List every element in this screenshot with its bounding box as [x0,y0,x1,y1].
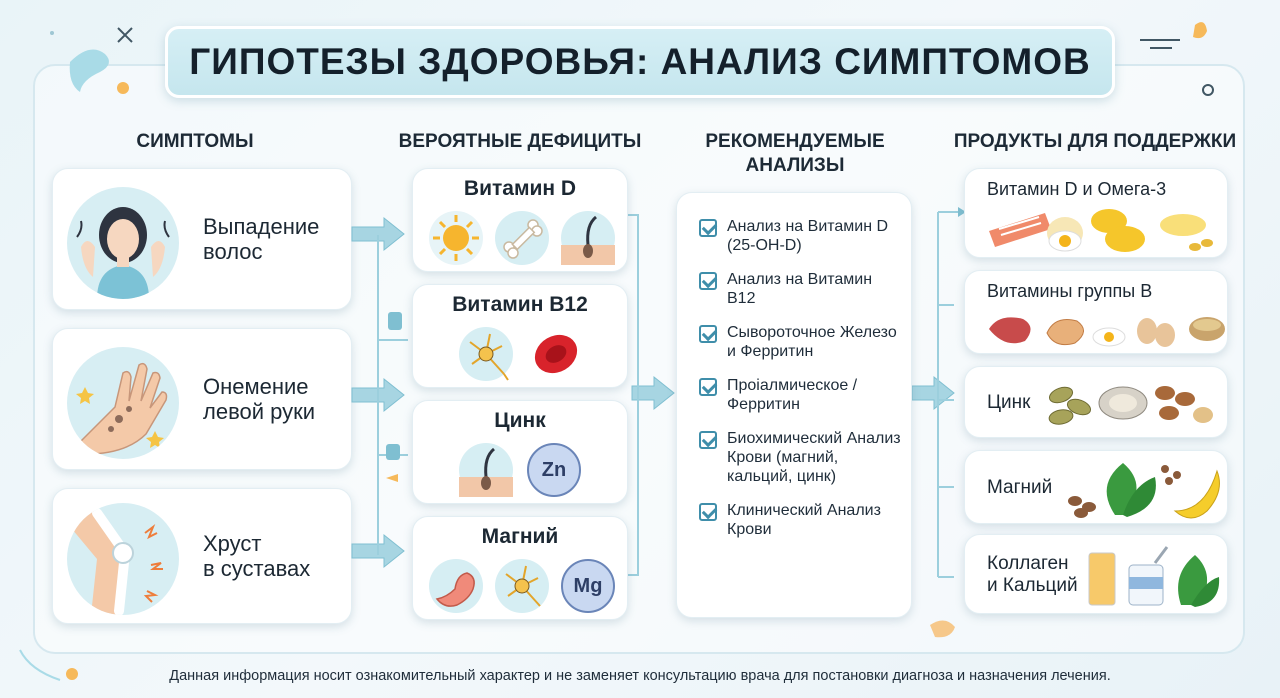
test-label: Биохимический Анализ Крови (магний, каль… [727,430,901,485]
zinc-ion-icon: Zn [527,443,581,497]
title-banner: ГИПОТЕЗЫ ЗДОРОВЬЯ: АНАЛИЗ СИМПТОМОВ [165,26,1115,98]
bone-icon [495,211,549,265]
deficit-card-magnesium[interactable]: Магний Mg [412,516,628,620]
product-card-vitamins-b[interactable]: Витамины группы B [964,270,1228,354]
column-head-tests-text: РЕКОМЕНДУЕМЫЕ АНАЛИЗЫ [705,131,885,176]
sun-icon [429,211,483,265]
tests-list: Анализ на Витамин D (25-OH-D) Анализ на … [695,217,901,539]
egg-icon [1047,209,1145,252]
checkbox-icon [699,503,717,521]
woman-hair-loss-icon [67,187,179,299]
disclaimer-footer: Данная информация носит ознакомительный … [169,668,1111,684]
column-head-symptoms: СИМПТОМЫ [136,131,254,152]
test-item[interactable]: Клинический Анализ Крови [695,501,901,539]
product-line1: Коллаген [987,553,1069,574]
product-name: Магний [987,477,1053,498]
symptom-line2: в суставах [203,556,311,581]
symptom-line2: волос [203,239,263,264]
knee-joint-icon [67,503,179,615]
ion-symbol: Zn [541,458,567,481]
test-label: Анализ на Витамин B12 [727,271,873,307]
magnesium-ion-icon: Mg [561,559,615,613]
symptom-text: Онемение левой руки [203,374,315,424]
symptom-card-numb-hand[interactable]: Онемение левой руки [52,328,352,470]
symptom-line1: Хруст [203,531,262,556]
checkbox-icon [699,219,717,237]
deficit-card-vitamin-d[interactable]: Витамин D [412,168,628,272]
checkbox-icon [699,431,717,449]
checkbox-icon [699,272,717,290]
muscle-arm-icon [429,559,483,613]
product-card-zinc[interactable]: Цинк [964,366,1228,438]
test-item[interactable]: Проіалмическое /Ферритин [695,376,901,414]
ion-symbol: Mg [573,574,603,597]
test-label: Проіалмическое /Ферритин [727,377,858,413]
symptom-card-hair-loss[interactable]: Выпадение волос [52,168,352,310]
fish-oil-icon [1158,212,1213,251]
test-item[interactable]: Анализ на Витамин D (25-OH-D) [695,217,901,255]
symptom-text: Хруст в суставах [203,531,310,581]
column-head-tests: РЕКОМЕНДУЕМЫЕ АНАЛИЗЫ [680,130,910,178]
juice-glass-icon [1088,546,1220,607]
deficit-name: Магний [481,525,559,548]
neuron-icon [459,327,513,381]
red-blood-cell-icon [529,327,583,381]
numb-hand-icon [67,347,179,459]
deficit-name: Витамин D [463,177,577,200]
product-card-magnesium[interactable]: Магний [964,450,1228,524]
neuron-icon [495,559,549,613]
test-item[interactable]: Биохимический Анализ Крови (магний, каль… [695,429,901,486]
symptom-line2: левой руки [203,399,316,424]
page-title: ГИПОТЕЗЫ ЗДОРОВЬЯ: АНАЛИЗ СИМПТОМОВ [189,41,1091,82]
product-name: Витамины группы B [987,281,1153,301]
tests-card: Анализ на Витамин D (25-OH-D) Анализ на … [676,192,912,618]
product-card-vitamin-d-omega3[interactable]: Витамин D и Омега-3 [964,168,1228,258]
salmon-icon [989,213,1051,247]
checkbox-icon [699,325,717,343]
symptom-line1: Выпадение [203,214,320,239]
product-line2: и Кальций [987,575,1078,596]
symptom-line1: Онемение [203,374,309,399]
deficit-card-vitamin-b12[interactable]: Витамин B12 [412,284,628,388]
test-label: Сывороточное Железо и Ферритин [727,324,897,360]
deficit-card-zinc[interactable]: Цинк Zn [412,400,628,504]
test-label: Анализ на Витамин D (25-OH-D) [727,218,889,254]
hair-follicle-icon [561,211,615,265]
test-item[interactable]: Анализ на Витамин B12 [695,270,901,308]
symptom-text: Выпадение волос [203,214,319,264]
product-name: Витамин D и Омега-3 [987,179,1167,199]
test-item[interactable]: Сывороточное Железо и Ферритин [695,323,901,361]
test-label: Клинический Анализ Крови [727,502,881,538]
pumpkin-seeds-icon [1048,386,1213,425]
product-card-collagen-calcium[interactable]: Коллаген и Кальций [964,534,1228,614]
product-name: Цинк [987,392,1031,413]
hair-follicle-icon [459,443,513,497]
symptom-card-joint-crunch[interactable]: Хруст в суставах [52,488,352,624]
deficit-name: Цинк [494,409,546,432]
column-head-deficits: ВЕРОЯТНЫЕ ДЕФИЦИТЫ [398,131,642,152]
checkbox-icon [699,378,717,396]
product-name: Коллаген и Кальций [987,553,1078,597]
meat-icon [989,317,1225,347]
column-head-products: ПРОДУКТЫ ДЛЯ ПОДДЕРЖКИ [953,131,1237,152]
spinach-icon [1068,463,1220,519]
deficit-name: Витамин B12 [452,293,588,316]
